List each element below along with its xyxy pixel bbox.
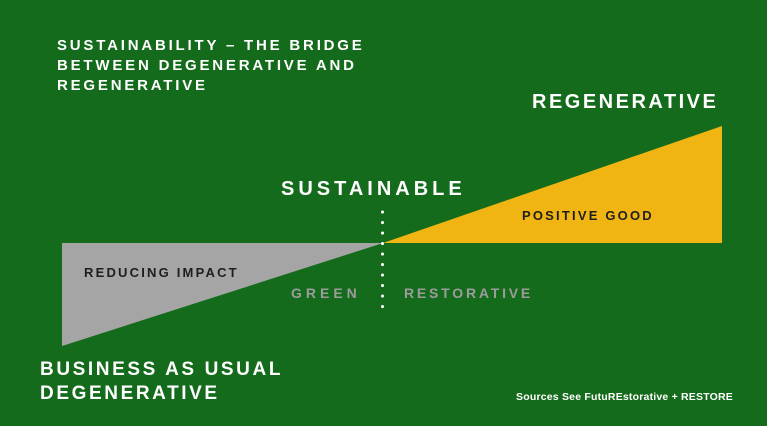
sustainable-label: SUSTAINABLE bbox=[281, 178, 466, 200]
page-title-line1: SUSTAINABILITY – THE BRIDGE bbox=[57, 37, 365, 54]
business-as-usual-line2: DEGENERATIVE bbox=[40, 383, 220, 404]
positive-good-label: POSITIVE GOOD bbox=[522, 208, 654, 223]
page-title-line3: REGENERATIVE bbox=[57, 77, 208, 94]
page-title: SUSTAINABILITY – THE BRIDGE BETWEEN DEGE… bbox=[57, 36, 365, 96]
page-title-line2: BETWEEN DEGENERATIVE AND bbox=[57, 57, 357, 74]
restorative-zone-label: RESTORATIVE bbox=[404, 285, 534, 301]
regenerative-label: REGENERATIVE bbox=[532, 91, 719, 113]
reducing-impact-label: REDUCING IMPACT bbox=[84, 265, 239, 280]
sources-credit: Sources See FutuREstorative + RESTORE bbox=[516, 391, 733, 403]
business-as-usual-label: BUSINESS AS USUAL DEGENERATIVE bbox=[40, 358, 283, 406]
business-as-usual-line1: BUSINESS AS USUAL bbox=[40, 359, 284, 380]
green-zone-label: GREEN bbox=[291, 285, 361, 301]
regenerative-yellow-triangle bbox=[383, 126, 722, 243]
degenerative-gray-triangle bbox=[62, 243, 383, 346]
